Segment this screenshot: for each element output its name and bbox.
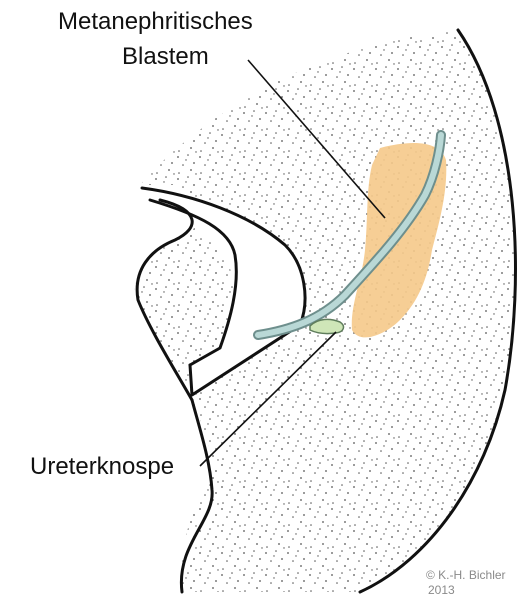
ureteric-bud-label: Ureterknospe (30, 453, 175, 480)
blastema-label-line2: Blastem (122, 43, 209, 70)
cloaca-cutout (140, 188, 305, 395)
leader-line-ureteric-bud (199, 331, 337, 467)
ureteric-bud (309, 318, 345, 335)
copyright-line2: 2013 (428, 583, 455, 597)
blastema-label-line1: Metanephritisches (58, 8, 253, 35)
body-outline (135, 28, 517, 594)
leader-line-blastema (247, 59, 386, 219)
copyright-line1: © K.-H. Bichler (426, 568, 506, 582)
